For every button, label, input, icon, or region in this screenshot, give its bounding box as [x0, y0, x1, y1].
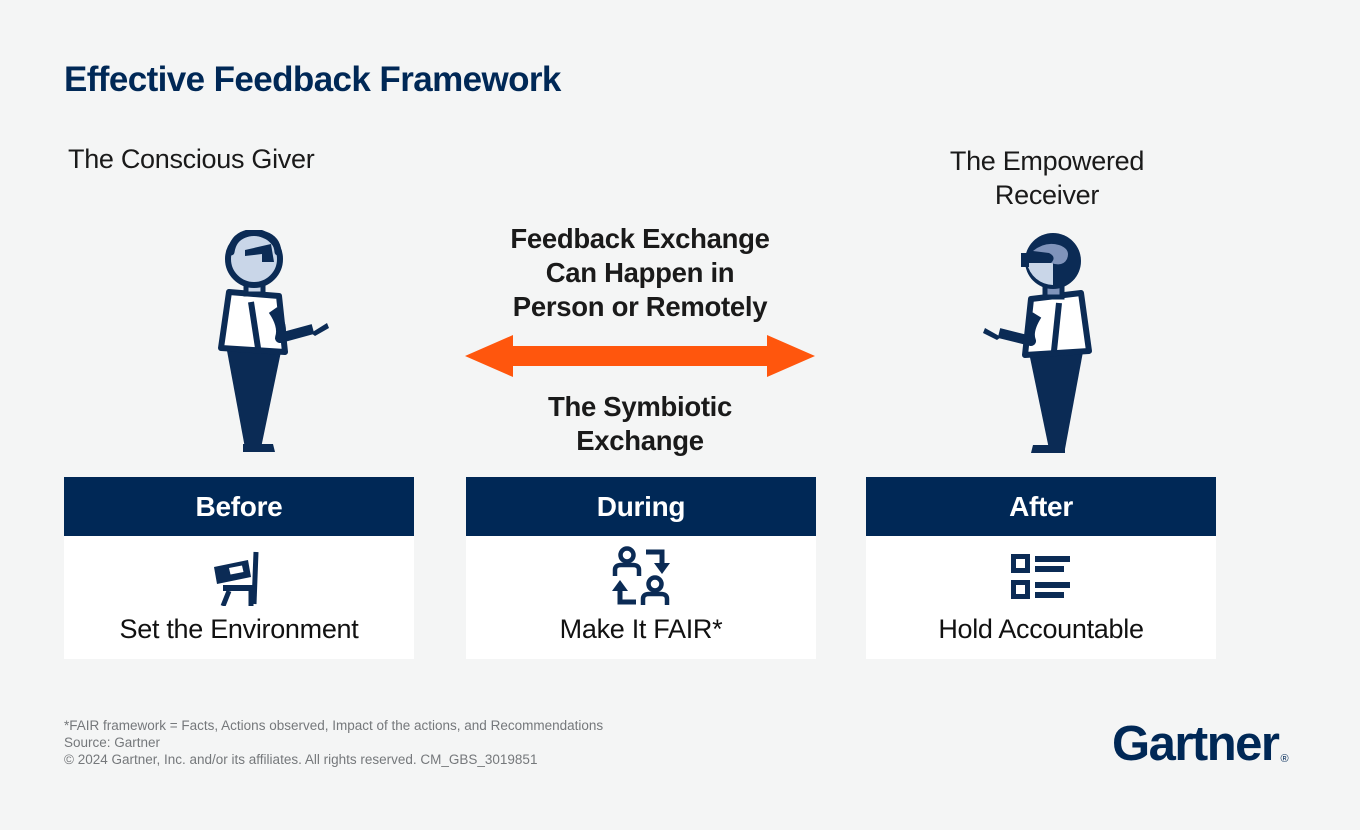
empowered-receiver-illustration: [983, 233, 1092, 453]
receiver-label-line1: The Empowered: [949, 146, 1145, 176]
stage-card-during: During Make It FAIR*: [466, 477, 816, 659]
stage-label-after: Hold Accountable: [938, 614, 1144, 644]
receiver-label: The Empowered Receiver: [887, 144, 1207, 212]
symbiotic-exchange-line1: The Symbiotic: [547, 391, 733, 422]
chair-icon: [210, 546, 268, 608]
stage-header-after: After: [866, 477, 1216, 536]
footnote-source: Source: Gartner: [64, 735, 161, 750]
stage-header-during: During: [466, 477, 816, 536]
checklist-icon: [1011, 546, 1071, 608]
symbiotic-exchange-line2: Exchange: [576, 425, 704, 456]
gartner-logo: Gartner®: [1112, 718, 1302, 783]
exchange-heading-line2: Can Happen in: [545, 257, 735, 288]
stage-header-before: Before: [64, 477, 414, 536]
footnote-copyright: © 2024 Gartner, Inc. and/or its affiliat…: [64, 752, 538, 767]
exchange-heading-line1: Feedback Exchange: [510, 223, 770, 254]
footer-notes: *FAIR framework = Facts, Actions observe…: [64, 717, 603, 768]
registered-trademark-icon: ®: [1280, 753, 1289, 765]
giver-label: The Conscious Giver: [68, 144, 315, 174]
double-headed-arrow-icon: [465, 335, 815, 377]
stage-card-before: Before Set the Environment: [64, 477, 414, 659]
symbiotic-exchange-label: The Symbiotic Exchange: [440, 390, 840, 458]
page-title: Effective Feedback Framework: [64, 60, 561, 99]
stage-label-during: Make It FAIR*: [559, 614, 723, 644]
receiver-label-line2: Receiver: [994, 180, 1100, 210]
stage-card-after: After Hold Accountable: [866, 477, 1216, 659]
exchange-heading: Feedback Exchange Can Happen in Person o…: [440, 222, 840, 324]
stage-label-before: Set the Environment: [119, 614, 359, 644]
gartner-logo-text: Gartner: [1112, 717, 1280, 771]
people-exchange-icon: [610, 546, 672, 608]
stage-body-during: Make It FAIR*: [466, 536, 816, 659]
conscious-giver-illustration: [218, 230, 329, 452]
footnote-fair: *FAIR framework = Facts, Actions observe…: [64, 718, 604, 733]
stage-body-after: Hold Accountable: [866, 536, 1216, 659]
stage-body-before: Set the Environment: [64, 536, 414, 659]
exchange-heading-line3: Person or Remotely: [512, 291, 768, 322]
